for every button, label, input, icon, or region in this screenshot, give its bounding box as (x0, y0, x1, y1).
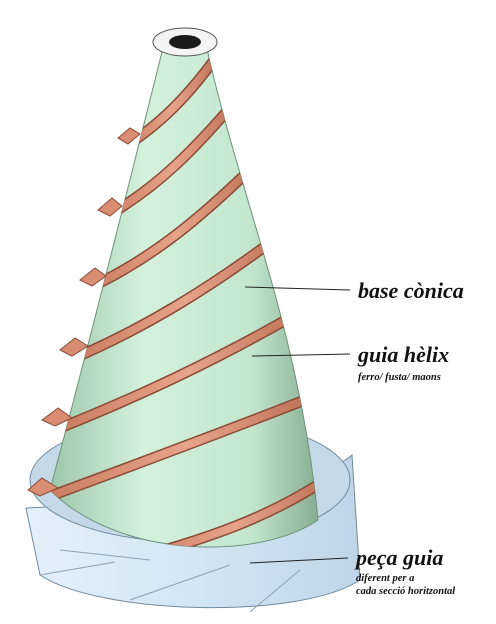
label-base-conica: base cònica (358, 279, 464, 303)
label-peca-guia: peça guia (356, 546, 443, 570)
label-peca-guia-desc-2: cada secció horitzontal (356, 586, 455, 598)
top-ring (153, 28, 217, 56)
label-guia-helix: guia hèlix (358, 343, 449, 367)
label-peca-guia-desc-1: diferent per a (356, 573, 414, 585)
label-guia-helix-materials: ferro/ fusta/ maons (358, 372, 441, 384)
conical-base (50, 40, 318, 547)
